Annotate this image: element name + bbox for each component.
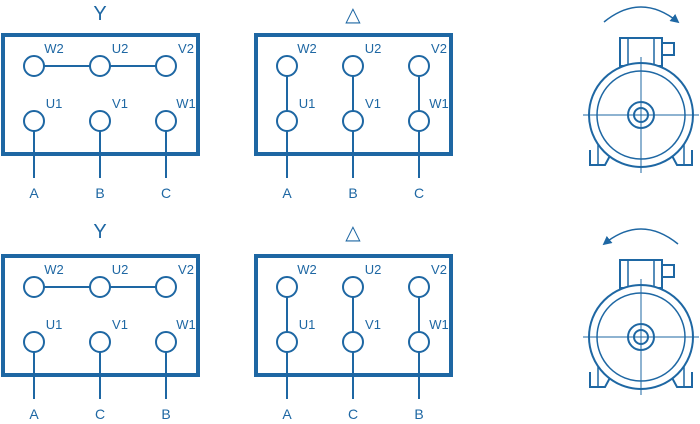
terminal-label: U2	[112, 41, 129, 56]
terminal-v2	[408, 55, 430, 77]
motor-illustration-upper	[583, 6, 699, 173]
terminal-label: W1	[176, 317, 196, 332]
terminal-u1	[23, 110, 45, 132]
terminal-u2	[342, 55, 364, 77]
phase-label: B	[348, 185, 357, 201]
terminal-label: V1	[112, 317, 128, 332]
terminal-w1	[408, 331, 430, 353]
terminal-u2	[89, 276, 111, 298]
terminal-u1	[276, 331, 298, 353]
phase-label: B	[161, 406, 170, 419]
phase-label: C	[414, 185, 424, 201]
terminal-label: W1	[429, 96, 449, 111]
terminal-label: V1	[112, 96, 128, 111]
terminal-label: U2	[365, 262, 382, 277]
terminal-label: W2	[297, 262, 317, 277]
terminal-u2	[89, 55, 111, 77]
terminal-v1	[89, 331, 111, 353]
phase-label: A	[282, 185, 292, 201]
terminal-label: U2	[365, 41, 382, 56]
terminal-label: V2	[431, 41, 447, 56]
phase-label: A	[29, 406, 39, 419]
terminal-label: U1	[46, 96, 63, 111]
terminal-v1	[342, 110, 364, 132]
terminal-v2	[408, 276, 430, 298]
terminal-label: W1	[176, 96, 196, 111]
cable-gland	[661, 264, 675, 278]
terminal-w1	[408, 110, 430, 132]
terminal-v2	[155, 55, 177, 77]
clockwise-arrow-icon	[603, 6, 680, 24]
star-symbol: Y	[93, 221, 106, 243]
terminal-label: W2	[297, 41, 317, 56]
terminal-label: V2	[431, 262, 447, 277]
star-symbol: Y	[93, 3, 106, 25]
terminal-w2	[23, 55, 45, 77]
delta-symbol: △	[345, 222, 361, 244]
phase-label: A	[282, 406, 292, 419]
terminal-u1	[276, 110, 298, 132]
terminal-w1	[155, 331, 177, 353]
phase-label: B	[95, 185, 104, 201]
terminal-label: V2	[178, 262, 194, 277]
terminal-v1	[342, 331, 364, 353]
terminal-u2	[342, 276, 364, 298]
terminal-v1	[89, 110, 111, 132]
terminal-w1	[155, 110, 177, 132]
phase-label: C	[348, 406, 358, 419]
terminal-label: V1	[365, 317, 381, 332]
terminal-label: V2	[178, 41, 194, 56]
terminal-w2	[276, 276, 298, 298]
phase-label: A	[29, 185, 39, 201]
motor-illustration-lower	[583, 228, 699, 395]
phase-label: C	[95, 406, 105, 419]
terminal-v2	[155, 276, 177, 298]
terminal-label: U1	[46, 317, 63, 332]
terminal-label: U1	[299, 317, 316, 332]
terminal-u1	[23, 331, 45, 353]
counterclockwise-arrow-icon	[602, 228, 679, 246]
phase-label: C	[161, 185, 171, 201]
delta-symbol: △	[345, 4, 361, 26]
terminal-w2	[276, 55, 298, 77]
terminal-label: W1	[429, 317, 449, 332]
terminal-label: W2	[44, 262, 64, 277]
terminal-label: W2	[44, 41, 64, 56]
cable-gland	[661, 42, 675, 56]
terminal-w2	[23, 276, 45, 298]
terminal-label: V1	[365, 96, 381, 111]
terminal-label: U1	[299, 96, 316, 111]
phase-label: B	[414, 406, 423, 419]
terminal-label: U2	[112, 262, 129, 277]
